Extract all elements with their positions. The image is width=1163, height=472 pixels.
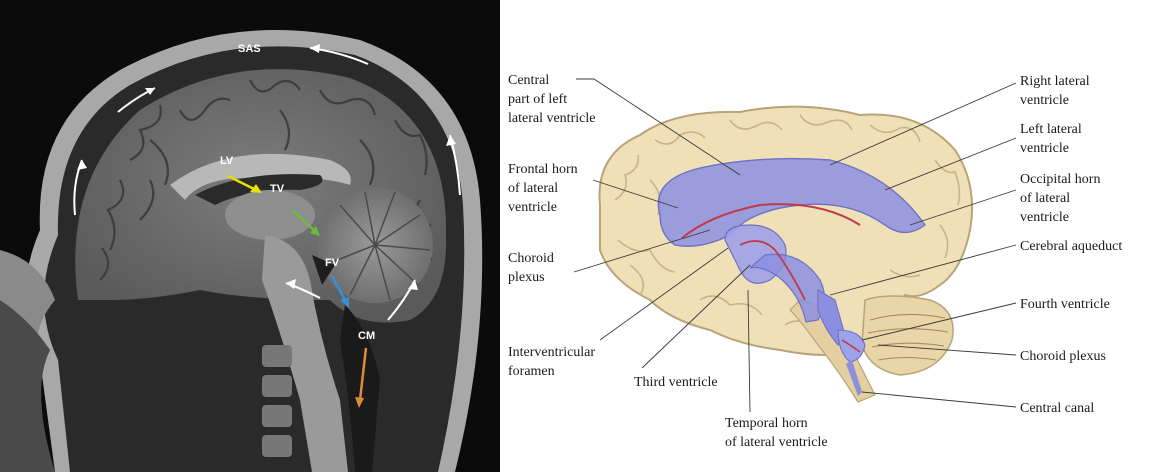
label-sas: SAS — [238, 43, 261, 55]
label-fourth-ventricle: Fourth ventricle — [1020, 297, 1110, 312]
label-cerebral-aqueduct: Cerebral aqueduct — [1020, 239, 1122, 254]
label-cm: CM — [358, 330, 375, 342]
label-central-part-3: lateral ventricle — [508, 111, 595, 126]
label-occipital-horn-2: of lateral — [1020, 191, 1070, 206]
label-temporal-horn-1: Temporal horn — [725, 416, 808, 431]
label-right-lateral-1: Right lateral — [1020, 74, 1090, 89]
label-right-lateral-2: ventricle — [1020, 93, 1069, 108]
label-central-part-2: part of left — [508, 92, 567, 107]
label-temporal-horn-2: of lateral ventricle — [725, 435, 828, 450]
mri-sagittal-image: SAS LV TV FV CM — [0, 0, 500, 472]
label-central-part-1: Central — [508, 73, 549, 88]
label-frontal-horn-3: ventricle — [508, 200, 557, 215]
label-fv: FV — [325, 257, 340, 269]
label-interventricular-1: Interventricular — [508, 345, 595, 360]
label-left-lateral-1: Left lateral — [1020, 122, 1082, 137]
label-occipital-horn-1: Occipital horn — [1020, 172, 1100, 187]
label-occipital-horn-3: ventricle — [1020, 210, 1069, 225]
label-central-canal: Central canal — [1020, 401, 1094, 416]
label-left-lateral-2: ventricle — [1020, 141, 1069, 156]
label-lv: LV — [220, 155, 234, 167]
label-interventricular-2: foramen — [508, 364, 555, 379]
label-tv: TV — [270, 183, 285, 195]
label-frontal-horn-1: Frontal horn — [508, 162, 578, 177]
label-choroid-plexus-right: Choroid plexus — [1020, 349, 1106, 364]
label-frontal-horn-2: of lateral — [508, 181, 558, 196]
cerebellum — [862, 296, 953, 375]
label-choroid-plexus-left-2: plexus — [508, 270, 545, 285]
label-choroid-plexus-left-1: Choroid — [508, 251, 554, 266]
ventricular-system-diagram: Central part of left lateral ventricle F… — [500, 0, 1163, 472]
thalamus — [225, 190, 315, 240]
label-third-ventricle: Third ventricle — [634, 375, 718, 390]
